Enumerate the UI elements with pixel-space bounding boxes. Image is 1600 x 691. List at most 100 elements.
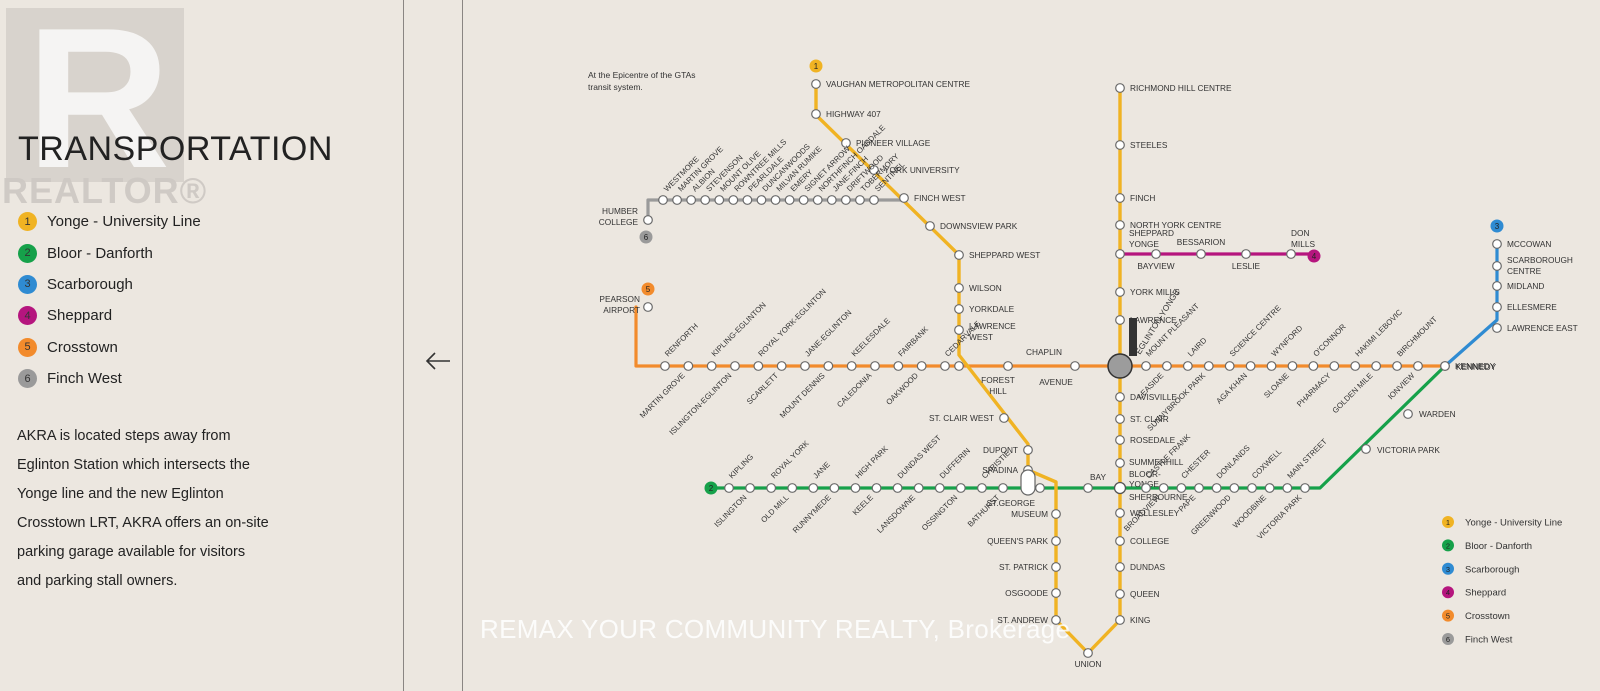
station-dot bbox=[683, 361, 694, 371]
station-label: SLOANE bbox=[1262, 371, 1291, 400]
station-label: DUPONT bbox=[983, 445, 1018, 455]
station-dot bbox=[954, 361, 964, 371]
station-label: FINCH WEST bbox=[914, 193, 966, 203]
brokerage-watermark: REMAX YOUR COMMUNITY REALTY, Brokerage bbox=[480, 614, 1071, 644]
station-label: SPADINA bbox=[982, 465, 1018, 475]
station-dot bbox=[1224, 361, 1235, 371]
map-legend-dot bbox=[1442, 609, 1454, 622]
station-dot bbox=[1245, 361, 1256, 371]
station-dot bbox=[812, 195, 823, 205]
station-dot bbox=[784, 195, 795, 205]
station-dot bbox=[846, 361, 857, 371]
station-label: WARDEN bbox=[1419, 409, 1456, 419]
station-label: BAY bbox=[1090, 472, 1106, 482]
station-label: DOWNSVIEW PARK bbox=[940, 221, 1018, 231]
map-legend-dot bbox=[1442, 633, 1454, 645]
station-label: ISLINGTON bbox=[713, 493, 749, 529]
station-dot bbox=[977, 483, 987, 493]
station-dot bbox=[800, 361, 810, 371]
station-dot bbox=[1051, 536, 1061, 546]
station-label: NORTH YORK CENTRE bbox=[1130, 220, 1222, 230]
station-dot bbox=[766, 483, 777, 493]
station-dot bbox=[954, 250, 964, 260]
station-dot bbox=[916, 361, 927, 371]
station-label: SUMMERHILL bbox=[1129, 457, 1184, 467]
station-label: GOLDEN MILE bbox=[1331, 371, 1375, 415]
station-dot bbox=[826, 195, 837, 205]
station-dot bbox=[823, 361, 834, 371]
station-dot bbox=[770, 195, 781, 205]
station-label: SHEPPARD bbox=[1129, 228, 1174, 238]
station-label: VAUGHAN METROPOLITAN CENTRE bbox=[826, 79, 970, 89]
map-legend-dot bbox=[1442, 586, 1454, 599]
bloor-yonge-hub bbox=[1113, 481, 1127, 495]
station-dot bbox=[893, 361, 904, 371]
station-label: PIONEER VILLAGE bbox=[856, 138, 931, 148]
station-label: CENTRE bbox=[1507, 266, 1542, 276]
realtor-watermark: REALTOR® bbox=[2, 170, 208, 211]
map-legend-number: 6 bbox=[1446, 635, 1450, 644]
station-label: HILL bbox=[989, 386, 1007, 396]
station-label: MIDLAND bbox=[1507, 281, 1544, 291]
map-note-line-2: transit system. bbox=[588, 82, 643, 92]
station-dot bbox=[1196, 249, 1206, 259]
station-label: KENNEDY bbox=[1456, 362, 1497, 372]
station-dot bbox=[1264, 483, 1275, 493]
station-label: PHARMACY bbox=[1295, 370, 1333, 408]
arrow-left-icon[interactable] bbox=[424, 350, 452, 372]
station-dot bbox=[1115, 392, 1125, 402]
station-dot bbox=[870, 361, 880, 371]
description-line: and parking stall owners. bbox=[17, 573, 178, 589]
station-dot bbox=[776, 361, 787, 371]
station-dot bbox=[1141, 361, 1151, 371]
station-dot bbox=[869, 195, 879, 205]
map-legend-dot bbox=[1442, 539, 1454, 552]
station-label: WILSON bbox=[969, 283, 1002, 293]
description-line: Crosstown LRT, AKRA offers an on-site bbox=[17, 515, 269, 531]
station-dot bbox=[1051, 615, 1061, 625]
station-dot bbox=[1182, 361, 1193, 371]
legend-label: Yonge - University Line bbox=[47, 213, 201, 231]
line-badge bbox=[1307, 249, 1321, 263]
station-dot bbox=[1051, 509, 1061, 519]
station-dot bbox=[1286, 249, 1296, 259]
station-label: MCCOWAN bbox=[1507, 239, 1551, 249]
legend-number-badge: 6 bbox=[18, 369, 37, 389]
station-label: FINCH bbox=[1130, 193, 1155, 203]
station-dot bbox=[798, 195, 809, 205]
station-label: OSGOODE bbox=[1005, 588, 1048, 598]
station-dot bbox=[999, 413, 1009, 423]
station-label: KIPLING bbox=[727, 452, 755, 480]
station-dot bbox=[954, 325, 964, 335]
station-dot bbox=[1329, 361, 1340, 371]
station-label: LAWRENCE bbox=[1130, 315, 1177, 325]
station-dot bbox=[1371, 361, 1382, 371]
station-dot bbox=[1392, 361, 1402, 371]
station-label: RENFORTH bbox=[663, 322, 700, 359]
line-badge-number: 3 bbox=[1495, 222, 1500, 231]
station-dot bbox=[1115, 435, 1125, 445]
station-label: AGA KHAN bbox=[1214, 371, 1249, 406]
station-dot bbox=[913, 483, 924, 493]
station-label: WOODBINE bbox=[1231, 493, 1268, 530]
station-label: HUMBER bbox=[602, 206, 638, 216]
scarborough-line bbox=[1443, 242, 1499, 368]
description-line: Eglinton Station which intersects the bbox=[17, 457, 250, 473]
station-dot bbox=[1115, 414, 1125, 424]
eglinton-hub bbox=[1107, 353, 1133, 379]
station-dot bbox=[840, 195, 851, 205]
station-label: DUNDAS bbox=[1130, 562, 1166, 572]
station-label: BAYVIEW bbox=[1137, 261, 1174, 271]
station-label: DUFFERIN bbox=[938, 446, 972, 480]
station-label: DON bbox=[1291, 228, 1309, 238]
description-line: AKRA is located steps away from bbox=[17, 428, 231, 444]
station-label: O'CONNOR bbox=[1311, 322, 1347, 358]
station-label: MARTIN GROVE bbox=[638, 371, 687, 420]
station-dot bbox=[1158, 483, 1169, 493]
station-label: OSSINGTON bbox=[920, 493, 959, 532]
station-label: VICTORIA PARK bbox=[1377, 445, 1440, 455]
station-label: DAVISVILLE bbox=[1130, 392, 1177, 402]
